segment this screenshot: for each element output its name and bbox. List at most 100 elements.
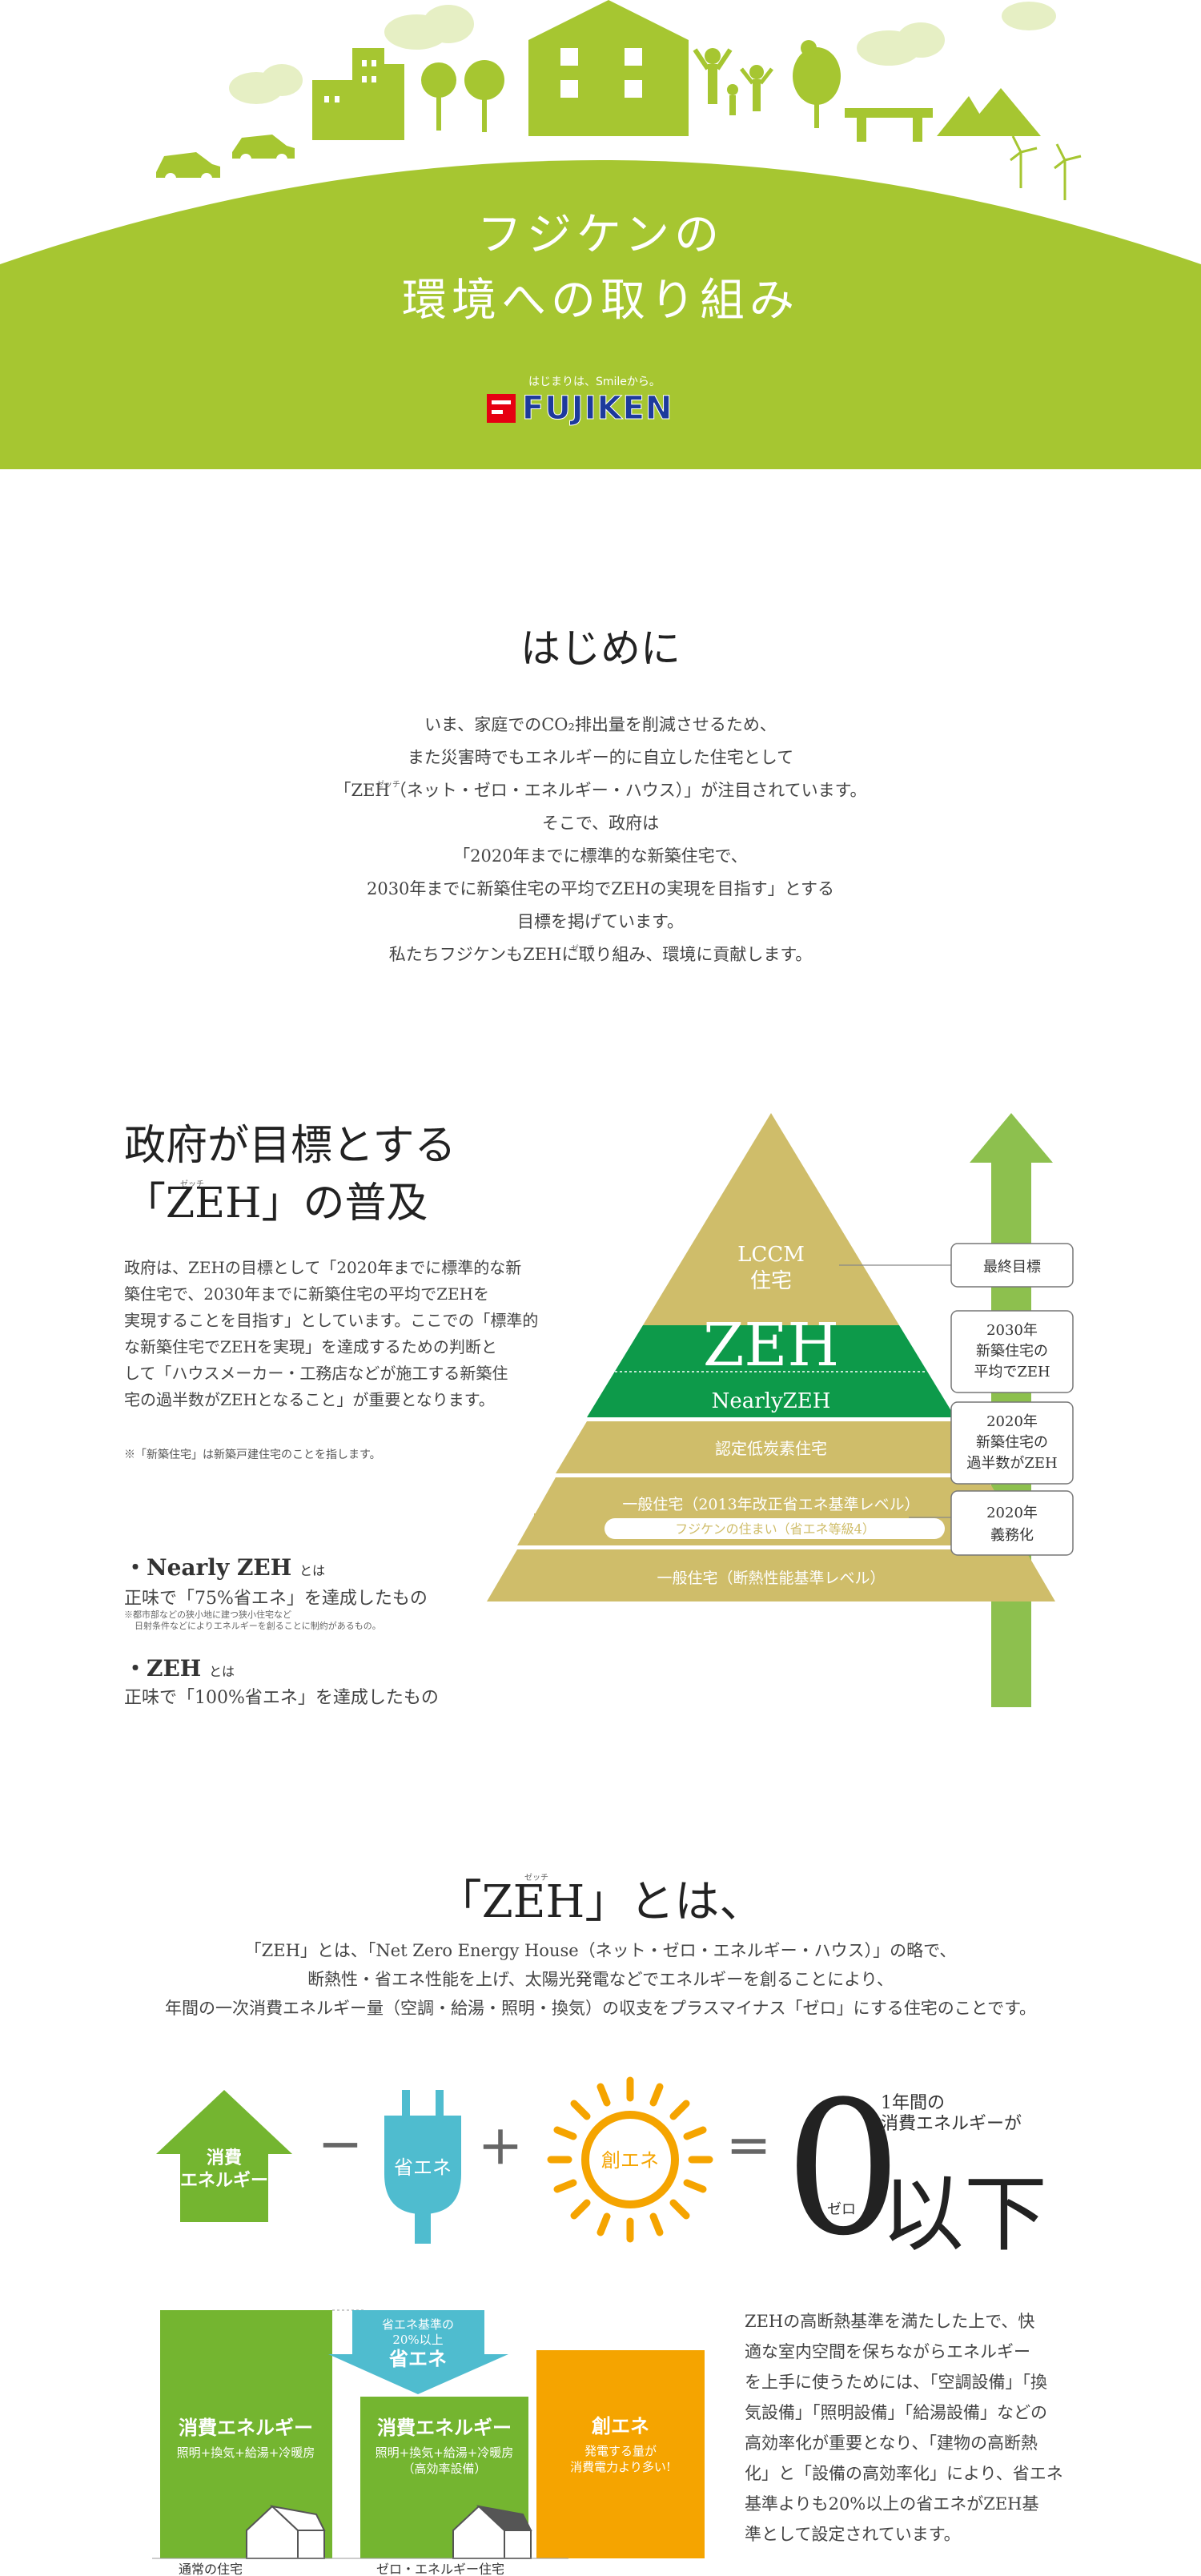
towa-text: 「ZEH」とは、「Net Zero Energy House（ネット・ゼロ・エネ… (120, 1936, 1081, 2023)
zero-caption: 1年間の 消費エネルギーが (881, 2093, 1022, 2135)
normal-house-label: 通常の住宅 (179, 2562, 243, 2576)
hero-banner: フジケンの 環境への取り組み はじまりは、Smileから。 FUJIKEN (0, 0, 1201, 469)
hero-title-line2: 環境への取り組み (402, 275, 799, 327)
zeh-house-label: ゼロ・エネルギー住宅 (376, 2562, 504, 2576)
sun-icon (547, 2076, 713, 2243)
equals-sign: ＝ (726, 2123, 771, 2175)
zeh-bar-sub2: （高効率設備） (402, 2461, 486, 2476)
hero-title-line1: フジケンの (476, 209, 725, 261)
goal-body-line: 政府は、ZEHの目標として「2020年までに標準的な新 (124, 1258, 522, 1277)
down-arrow-icon (328, 2310, 508, 2394)
goal-heading-line1: 政府が目標とする (124, 1122, 456, 1170)
explanation-line: 準として設定されています。 (745, 2525, 961, 2544)
callout-text: 平均でZEH (974, 1364, 1050, 1380)
pyramid-low-carbon-label: 認定低炭素住宅 (715, 1439, 827, 1458)
goal-body-line: して「ハウスメーカー・工務店などが施工する新築住 (124, 1364, 508, 1383)
pyramid-nearly-zeh-label: NearlyZEH (712, 1389, 831, 1413)
save-label: 省エネ (394, 2156, 452, 2179)
explanation-line: 高効率化が重要となり、「建物の高断熱 (745, 2433, 1038, 2453)
zeh-house-icon (452, 2505, 532, 2559)
intro-line: また災害時でもエネルギー的に自立した住宅として (407, 748, 794, 767)
def-title-suffix: とは (299, 1563, 325, 1578)
callout-text: 最終目標 (983, 1259, 1041, 1276)
brand-tagline: はじまりは、Smileから。 (528, 376, 661, 388)
intro-ruby-2: ゼッチ (571, 945, 595, 954)
goal-body-line: な新築住宅でZEHを実現」を達成するための判断と (124, 1337, 497, 1356)
callout-2020-mandatory (950, 1490, 1074, 1556)
goal-body-line: 実現することを目指す」としています。ここでの「標準的 (124, 1311, 539, 1330)
consume-label-2: エネルギー (180, 2171, 268, 2191)
energy-comparison-diagram: 消費エネルギー 照明+換気+給湯+冷暖房 省エネ基準の 20%以上 省エネ 消費… (152, 2309, 705, 2576)
pyramid-tier-low-carbon (556, 1421, 986, 1473)
arrow-line3: 省エネ (388, 2348, 447, 2370)
plus-sign: ＋ (478, 2123, 523, 2175)
goal-body: 政府は、ZEHの目標として「2020年までに標準的な新 築住宅で、2030年まで… (124, 1255, 540, 1413)
create-energy-bar (536, 2350, 705, 2558)
pyramid-lccm-sub: 住宅 (750, 1269, 792, 1293)
def-nearly-zeh-title: ・Nearly ZEH とは (124, 1550, 325, 1582)
towa-line: 「ZEH」とは、「Net Zero Energy House（ネット・ゼロ・エネ… (244, 1941, 957, 1960)
goal-note: ※「新築住宅」は新築戸建住宅のことを指します。 (124, 1449, 381, 1461)
goal-heading-ruby: ゼッチ (180, 1180, 204, 1189)
callout-text: 2020年 (986, 1413, 1038, 1430)
normal-bar-sub: 照明+換気+給湯+冷暖房 (177, 2445, 315, 2460)
callout-text: 新築住宅の (976, 1343, 1048, 1360)
arrow-line1: 省エネ基準の (382, 2317, 454, 2332)
hero-illustration (0, 0, 1201, 469)
goal-body-line: 宅の過半数がZEHとなること」が重要となります。 (124, 1390, 495, 1409)
intro-line: 私たちフジケンもZEHに取り組み、環境に貢献します。 (388, 945, 813, 964)
normal-bar-title: 消費エネルギー (179, 2417, 313, 2439)
intro-line: 目標を掲げています。 (517, 912, 684, 931)
arrow-line2: 20%以上 (392, 2333, 443, 2347)
normal-house-icon (246, 2505, 326, 2559)
pyramid-basic-label: 一般住宅（断熱性能基準レベル） (657, 1569, 885, 1587)
intro-line: いま、家庭でのCO₂排出量を削減させるため、 (424, 715, 777, 734)
intro-text: いま、家庭でのCO₂排出量を削減させるため、 また災害時でもエネルギー的に自立し… (240, 709, 961, 971)
callout-text: 新築住宅の (976, 1434, 1048, 1451)
pyramid-fujiken-label: フジケンの住まい（省エネ等級4） (675, 1521, 875, 1537)
zeh-equation: 消費 エネルギー － 省エネ ＋ 創エ (156, 2076, 771, 2244)
zeh-bar-sub1: 照明+換気+給湯+冷暖房 (376, 2445, 514, 2460)
towa-ruby: ゼッチ (524, 1874, 548, 1883)
def-nearly-zeh-note1: ※都市部などの狭小地に建つ狭小住宅など (124, 1609, 291, 1620)
create-bar-title: 創エネ (592, 2415, 649, 2437)
explanation-line: 基準よりも20%以上の省エネがZEH基 (745, 2494, 1039, 2514)
callout-text: 義務化 (990, 1527, 1034, 1544)
zero-caption-line: 消費エネルギーが (881, 2114, 1022, 2134)
intro-line: そこで、政府は (541, 814, 660, 833)
towa-line: 断熱性・省エネ性能を上げ、太陽光発電などでエネルギーを創ることにより、 (307, 1970, 894, 1989)
intro-line: 2030年までに新築住宅の平均でZEHの実現を目指す」とする (366, 879, 835, 898)
create-label: 創エネ (601, 2149, 659, 2172)
logo-mark-icon (487, 394, 516, 423)
intro-line: 「2020年までに標準的な新築住宅で、 (453, 846, 748, 866)
def-nearly-zeh-text: 正味で「75%省エネ」を達成したもの (124, 1589, 428, 1609)
brand-logo: FUJIKEN (487, 390, 673, 428)
goal-heading-line2: 「ZEH」の普及 (124, 1179, 428, 1228)
explanation-line: を上手に使うためには、「空調設備」「換 (745, 2373, 1047, 2392)
zero-ruby: ゼロ (827, 2201, 856, 2218)
towa-heading: 「ZEH」とは、 (436, 1876, 765, 1928)
explanation-line: 適な室内空間を保ちながらエネルギー (745, 2342, 1030, 2361)
callout-2030 (950, 1310, 1074, 1393)
consume-label-1: 消費 (207, 2148, 242, 2168)
towa-line: 年間の一次消費エネルギー量（空調・給湯・照明・換気）の収支をプラスマイナス「ゼロ… (164, 1999, 1036, 2018)
explanation-line: 化」と「設備の高効率化」により、省エネ (745, 2464, 1063, 2483)
callout-text: 過半数がZEH (966, 1455, 1057, 1472)
brand-name: FUJIKEN (521, 390, 673, 428)
zeh-standard-explanation: ZEHの高断熱基準を満たした上で、快 適な室内空間を保ちながらエネルギー を上手… (745, 2306, 1065, 2550)
pyramid-tier-basic (487, 1549, 1055, 1601)
def-zeh-text: 正味で「100%省エネ」を達成したもの (124, 1688, 439, 1708)
callout-2020-zeh (950, 1401, 1074, 1485)
zero-caption-line: 1年間の (881, 2093, 945, 2113)
goal-body-line: 築住宅で、2030年までに新築住宅の平均でZEHを (124, 1284, 490, 1304)
create-bar-sub2: 消費電力より多い! (570, 2460, 671, 2474)
zeh-bar-title: 消費エネルギー (377, 2417, 512, 2439)
zeh-pyramid-diagram: LCCM 住宅 ZEH NearlyZEH 認定低炭素住宅 一般住宅（2013年… (487, 1113, 1074, 1707)
explanation-line: ZEHの高断熱基準を満たした上で、快 (745, 2312, 1035, 2331)
intro-heading: はじめに (520, 625, 681, 672)
callout-text: 2030年 (986, 1322, 1038, 1339)
pyramid-lccm-label: LCCM (737, 1243, 805, 1267)
minus-sign: － (318, 2121, 363, 2173)
pyramid-standard-label: 一般住宅（2013年改正省エネ基準レベル） (622, 1496, 919, 1513)
def-title-text: ・Nearly ZEH (124, 1554, 292, 1581)
